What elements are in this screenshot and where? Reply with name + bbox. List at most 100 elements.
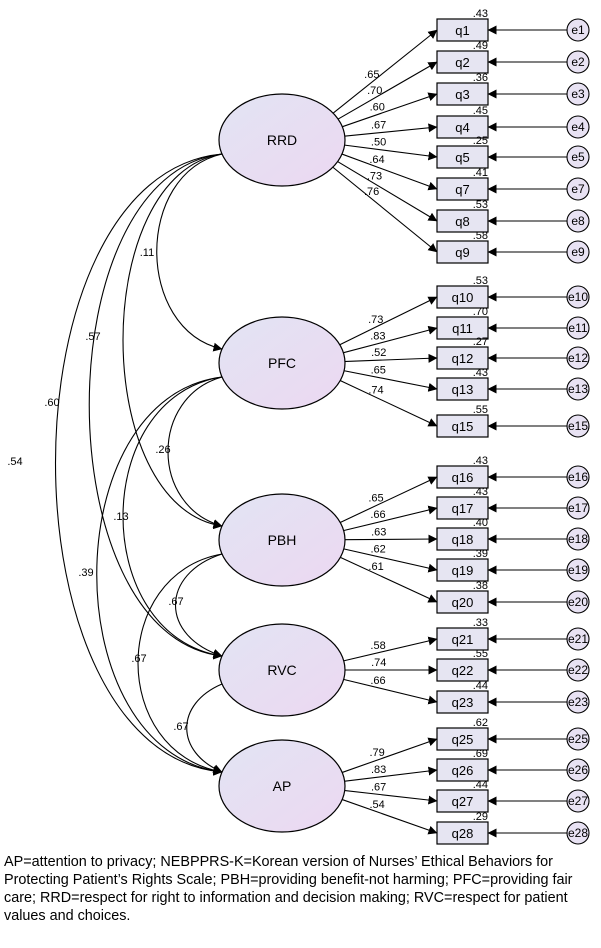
item-label: q23 xyxy=(452,695,474,710)
loading-label: .76 xyxy=(364,186,379,198)
loading-label: .65 xyxy=(368,493,383,505)
loading-label: .70 xyxy=(367,85,382,97)
r-squared-label: .29 xyxy=(473,811,488,823)
item-box xyxy=(436,177,489,201)
error-circle xyxy=(566,558,590,582)
item-box xyxy=(436,758,489,782)
loading-arrow xyxy=(342,766,438,782)
item-box xyxy=(436,821,489,845)
error-label: e25 xyxy=(568,732,588,746)
item-box xyxy=(436,658,489,682)
error-layer: e1e2e3e4e5e7e8e9e10e11e12e13e15e16e17e18… xyxy=(487,18,590,845)
loading-arrow xyxy=(336,61,438,121)
item-box xyxy=(436,285,489,309)
error-label: e5 xyxy=(571,150,585,164)
factor-label: RVC xyxy=(267,662,296,678)
loading-arrow xyxy=(340,737,438,774)
item-layer: q1.43q2.49q3.36q4.45q5.25q7.41q8.53q9.58… xyxy=(436,8,489,845)
correlation-arc xyxy=(167,370,232,529)
error-circle xyxy=(566,727,590,751)
item-label: q26 xyxy=(452,763,474,778)
loading-arrow xyxy=(340,798,438,835)
loading-label: .74 xyxy=(371,657,386,669)
error-circle xyxy=(566,82,590,106)
item-label: q27 xyxy=(452,794,474,809)
error-label: e4 xyxy=(571,120,585,134)
item-label: q17 xyxy=(452,501,474,516)
loading-label: .67 xyxy=(371,781,386,793)
loading-label: .58 xyxy=(370,640,385,652)
error-circle xyxy=(566,145,590,169)
item-box xyxy=(436,414,489,438)
loading-label: .66 xyxy=(370,675,385,687)
error-label: e12 xyxy=(568,351,588,365)
loading-label: .52 xyxy=(371,347,386,359)
item-label: q28 xyxy=(452,826,474,841)
loading-layer: .65.70.60.67.50.64.73.76.73.83.52.65.74.… xyxy=(331,29,438,835)
item-label: q25 xyxy=(452,732,474,747)
item-box xyxy=(436,627,489,651)
item-label: q16 xyxy=(452,470,474,485)
item-label: q4 xyxy=(455,120,469,135)
loading-label: .67 xyxy=(371,120,386,132)
loading-arrow xyxy=(337,296,438,347)
error-label: e19 xyxy=(568,563,588,577)
correlation-label: .60 xyxy=(44,397,59,409)
error-label: e1 xyxy=(571,23,585,37)
r-squared-label: .49 xyxy=(473,40,488,52)
item-box xyxy=(436,115,489,139)
correlation-layer: .11.57.60.54.26.13.39.67.67.67 xyxy=(7,147,232,776)
correlation-label: .54 xyxy=(7,456,22,468)
item-box xyxy=(436,558,489,582)
error-circle xyxy=(566,789,590,813)
error-label: e26 xyxy=(568,763,588,777)
error-label: e27 xyxy=(568,794,588,808)
r-squared-label: .43 xyxy=(473,367,488,379)
correlation-label: .67 xyxy=(173,721,188,733)
item-box xyxy=(436,690,489,714)
loading-arrow xyxy=(341,505,438,532)
loading-arrow xyxy=(338,379,438,427)
loading-label: .83 xyxy=(371,764,386,776)
item-label: q5 xyxy=(455,150,469,165)
item-box xyxy=(436,590,489,614)
factor-label: PBH xyxy=(268,532,297,548)
item-box xyxy=(436,377,489,401)
factor-ellipse xyxy=(218,739,346,833)
item-label: q11 xyxy=(452,321,473,336)
correlation-label: .67 xyxy=(168,596,183,608)
item-box xyxy=(436,316,489,340)
correlation-label: .57 xyxy=(85,331,100,343)
loading-arrow xyxy=(338,556,438,603)
factor-label: PFC xyxy=(268,355,296,371)
loading-label: .73 xyxy=(368,314,383,326)
loading-label: .74 xyxy=(368,384,383,396)
r-squared-label: .36 xyxy=(473,72,488,84)
correlation-arc xyxy=(96,371,232,776)
r-squared-label: .27 xyxy=(473,336,488,348)
loading-arrow xyxy=(342,789,438,805)
factor-label: RRD xyxy=(267,132,297,148)
error-label: e3 xyxy=(571,87,585,101)
r-squared-label: .55 xyxy=(473,648,488,660)
item-label: q22 xyxy=(452,663,474,678)
error-label: e10 xyxy=(568,290,588,304)
error-label: e9 xyxy=(571,245,585,259)
loading-arrow xyxy=(341,325,438,354)
error-circle xyxy=(566,465,590,489)
error-circle xyxy=(566,758,590,782)
item-label: q13 xyxy=(452,382,474,397)
error-circle xyxy=(566,346,590,370)
r-squared-label: .62 xyxy=(473,717,488,729)
correlation-arc xyxy=(54,148,231,776)
loading-label: .60 xyxy=(370,102,385,114)
error-circle xyxy=(566,177,590,201)
error-circle xyxy=(566,115,590,139)
item-box xyxy=(436,496,489,520)
r-squared-label: .53 xyxy=(473,199,488,211)
loading-label: .63 xyxy=(371,526,386,538)
loading-label: .50 xyxy=(371,136,386,148)
error-circle xyxy=(566,377,590,401)
r-squared-label: .25 xyxy=(473,135,488,147)
loading-arrow xyxy=(340,92,438,128)
